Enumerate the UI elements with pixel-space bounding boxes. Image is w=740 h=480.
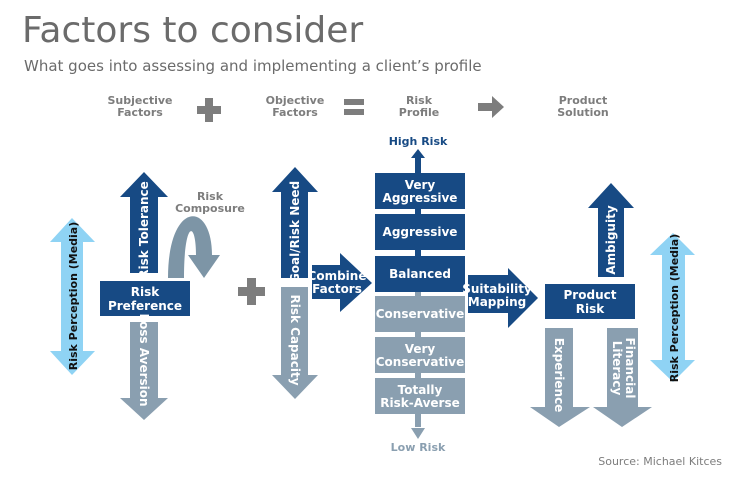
risk-profile-label: Conservative	[376, 307, 465, 321]
risk-profile-box	[375, 173, 465, 209]
risk-perception-label-right: Risk Perception (Media)	[668, 234, 681, 383]
risk-profile-box	[375, 296, 465, 332]
header-solution-2: Solution	[557, 106, 609, 119]
loss-aversion-arrow	[120, 322, 168, 420]
risk-capacity-label: Risk Capacity	[288, 294, 302, 385]
financial-literacy-label: Financial	[623, 338, 637, 399]
risk-preference-box	[100, 281, 190, 316]
header-profile-2: Profile	[399, 106, 439, 119]
risk-tolerance-arrow	[120, 172, 168, 273]
ambiguity-label: Ambiguity	[604, 205, 618, 274]
page-title: Factors to consider	[22, 10, 364, 51]
risk-composure-arrow	[168, 216, 220, 278]
suitability-mapping-label-2: Mapping	[468, 295, 526, 309]
arrow-right-icon	[478, 96, 504, 118]
product-risk-label: Product	[564, 288, 617, 302]
risk-preference-label-2: Preference	[108, 299, 182, 313]
equals-icon	[344, 99, 364, 115]
risk-profile-label: Aggressive	[383, 191, 458, 205]
risk-capacity-arrow	[272, 287, 318, 399]
header-subjective: Subjective	[107, 94, 172, 107]
header-profile: Risk	[406, 94, 433, 107]
suitability-mapping-label: Suitability	[462, 282, 532, 296]
header-row: Subjective Factors Objective Factors Ris…	[107, 94, 609, 122]
risk-profile-label: Very	[405, 342, 436, 356]
combine-factors-label: Combine	[308, 269, 367, 283]
page-subtitle: What goes into assessing and implementin…	[24, 57, 482, 75]
risk-profile-label: Balanced	[389, 267, 451, 281]
header-subjective-2: Factors	[117, 106, 163, 119]
goal-risk-need-label: Goal/Risk Need	[288, 181, 302, 283]
product-risk-label-2: Risk	[576, 302, 605, 316]
experience-arrow	[530, 328, 590, 427]
ambiguity-arrow	[588, 183, 634, 277]
loss-aversion-label: Loss Aversion	[137, 313, 151, 406]
plus-icon	[197, 98, 221, 122]
risk-perception-arrow-right	[650, 233, 695, 382]
risk-composure-label: Risk	[197, 190, 224, 203]
experience-label: Experience	[552, 338, 566, 413]
financial-literacy-label-2: Literacy	[610, 341, 624, 396]
risk-profile-box	[375, 256, 465, 292]
combine-factors-label-2: Factors	[312, 282, 362, 296]
risk-preference-label: Risk	[131, 285, 160, 299]
high-risk-label: High Risk	[389, 135, 448, 148]
header-solution: Product	[559, 94, 608, 107]
risk-profile-box	[375, 214, 465, 250]
header-objective: Objective	[266, 94, 325, 107]
goal-risk-need-arrow	[272, 167, 318, 278]
risk-profile-label: Totally	[398, 383, 443, 397]
risk-profile-label: Conservative	[376, 355, 465, 369]
risk-profile-label: Very	[405, 178, 436, 192]
plus-icon-combine	[238, 278, 265, 305]
source-credit: Source: Michael Kitces	[598, 455, 722, 468]
risk-profile-box	[375, 337, 465, 373]
risk-profile-label: Risk-Averse	[380, 396, 459, 410]
risk-perception-arrow-left	[50, 218, 95, 375]
product-risk-box	[545, 284, 635, 319]
risk-composure-label-2: Composure	[175, 202, 245, 215]
financial-literacy-arrow	[593, 328, 652, 427]
low-risk-label: Low Risk	[391, 441, 446, 454]
high-risk-arrow	[411, 149, 425, 175]
risk-profile-list: VeryAggressiveAggressiveBalancedConserva…	[375, 173, 465, 414]
risk-tolerance-label: Risk Tolerance	[137, 181, 151, 279]
risk-profile-label: Aggressive	[383, 225, 458, 239]
suitability-mapping-arrow	[468, 268, 538, 328]
header-objective-2: Factors	[272, 106, 318, 119]
risk-perception-label-left: Risk Perception (Media)	[67, 222, 80, 371]
low-risk-arrow	[411, 428, 425, 439]
combine-factors-arrow	[312, 253, 372, 312]
risk-profile-box	[375, 378, 465, 414]
